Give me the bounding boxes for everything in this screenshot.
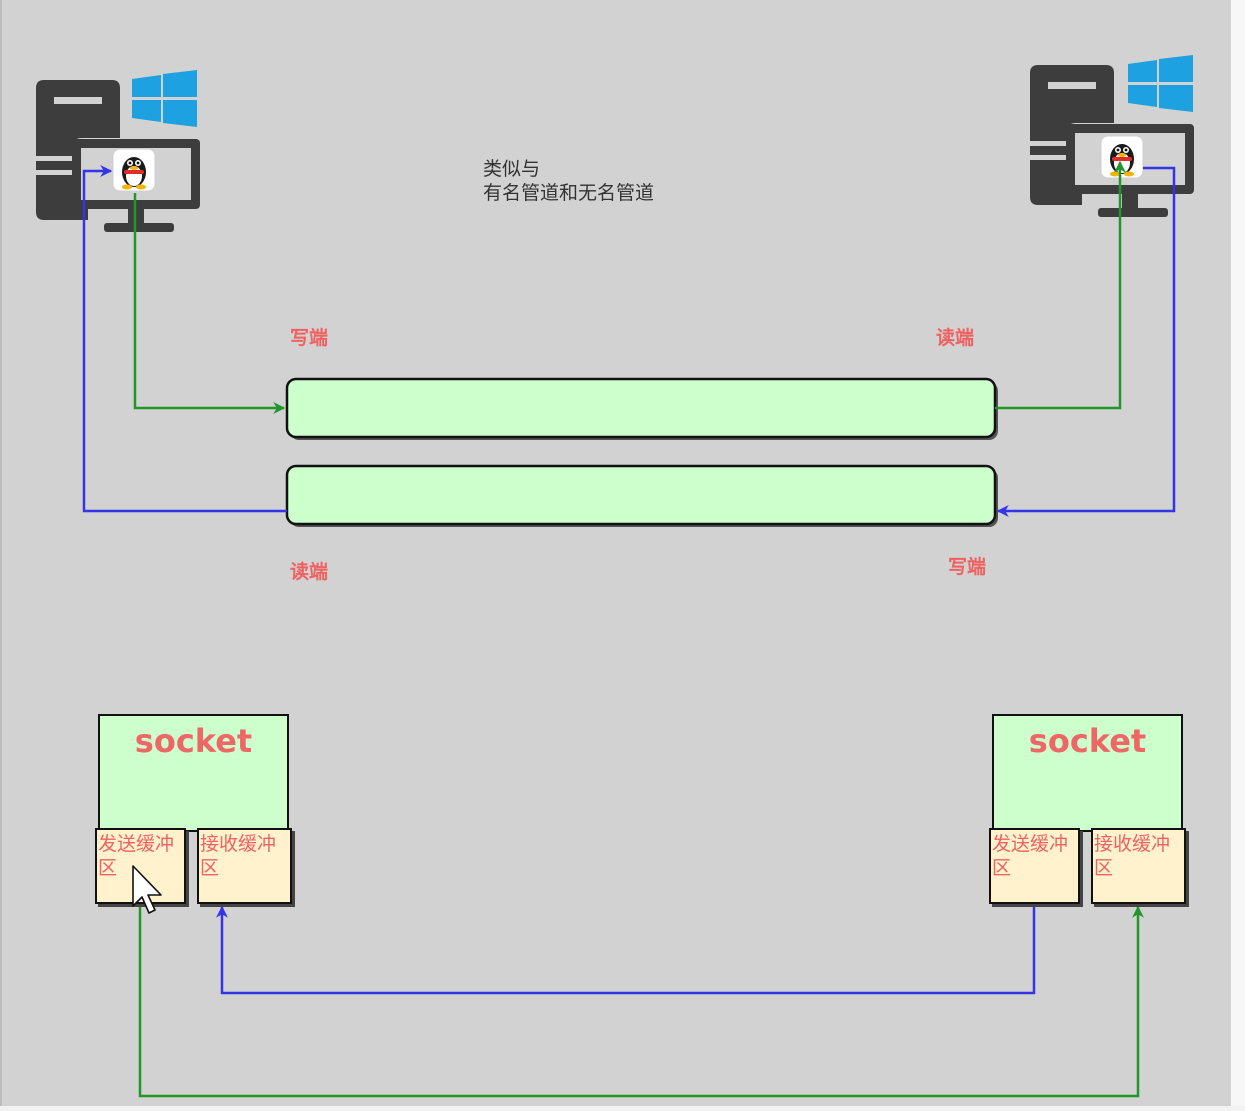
- socket-right: socket: [992, 714, 1183, 832]
- pipe-bottom-body: [285, 464, 997, 526]
- right-margin: [1231, 0, 1245, 1106]
- socket-right-send-buffer: 发送缓冲区: [989, 828, 1080, 904]
- windows-logo-icon-left: [132, 70, 197, 127]
- qq-penguin-icon-left: [112, 148, 156, 192]
- socket-left-send-buffer: 发送缓冲区: [95, 828, 186, 904]
- pipe-bottom-read-end-label: 读端: [290, 561, 329, 583]
- socket-right-title: socket: [1028, 722, 1147, 760]
- arrow-right-app-to-pipe-bottom: [996, 166, 1176, 517]
- bottom-margin: [0, 1106, 1245, 1111]
- socket-left-title: socket: [134, 722, 253, 760]
- arrow-pipe-bottom-to-left-app: [82, 165, 287, 513]
- left-border: [0, 0, 2, 1106]
- pipe-top-write-end-label: 写端: [290, 327, 329, 349]
- pipe-top-body: [285, 377, 997, 439]
- qq-penguin-icon-right: [1100, 135, 1144, 179]
- socket-left: socket: [98, 714, 289, 832]
- arrow-right-send-to-left-recv: [216, 905, 1036, 995]
- windows-logo-icon-right: [1128, 55, 1193, 112]
- pipe-bottom-write-end-label: 写端: [948, 556, 987, 578]
- annotation-note: 类似与 有名管道和无名管道: [483, 158, 655, 204]
- pipe-top-read-end-label: 读端: [936, 327, 975, 349]
- arrow-left-app-to-pipe-top: [133, 193, 286, 414]
- socket-left-recv-buffer: 接收缓冲区: [197, 828, 292, 904]
- arrow-left-send-to-right-recv: [138, 881, 1144, 1098]
- socket-right-recv-buffer: 接收缓冲区: [1091, 828, 1186, 904]
- arrow-pipe-top-to-right-app: [995, 160, 1126, 410]
